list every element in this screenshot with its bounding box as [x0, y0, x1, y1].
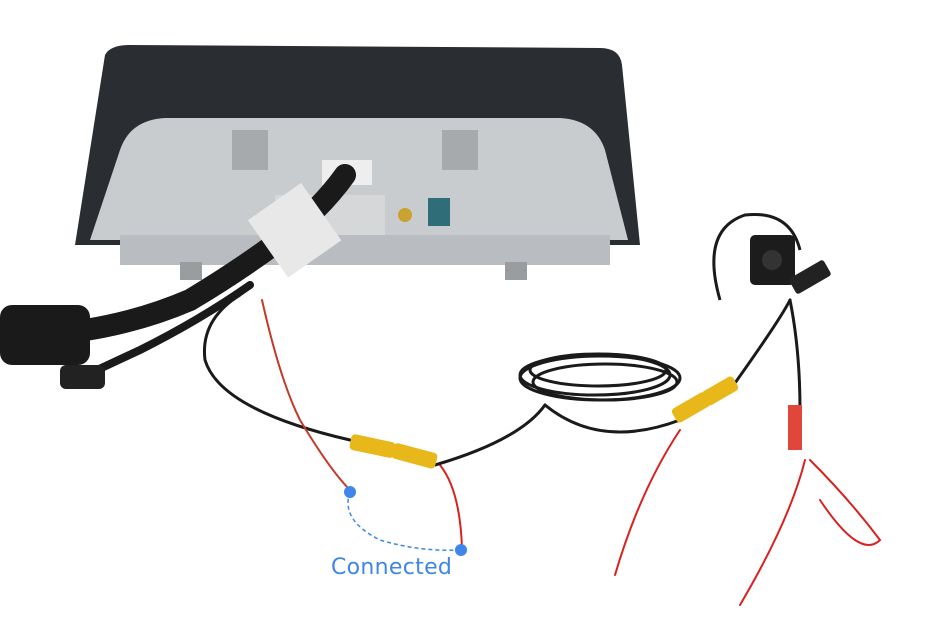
wire-end-dot — [455, 544, 467, 556]
fakra-connector — [428, 198, 450, 226]
head-unit — [75, 45, 640, 280]
rca-connector-pair — [349, 376, 739, 469]
connected-label: Connected — [331, 555, 453, 580]
wiring-harness — [29, 164, 882, 606]
cable-coil — [518, 352, 682, 402]
wire-end-dot — [344, 486, 356, 498]
dc-jack — [60, 365, 105, 389]
connection-annotation — [344, 486, 467, 556]
harness-plug — [0, 305, 90, 365]
backup-camera — [712, 212, 831, 450]
power-plug — [788, 405, 802, 450]
